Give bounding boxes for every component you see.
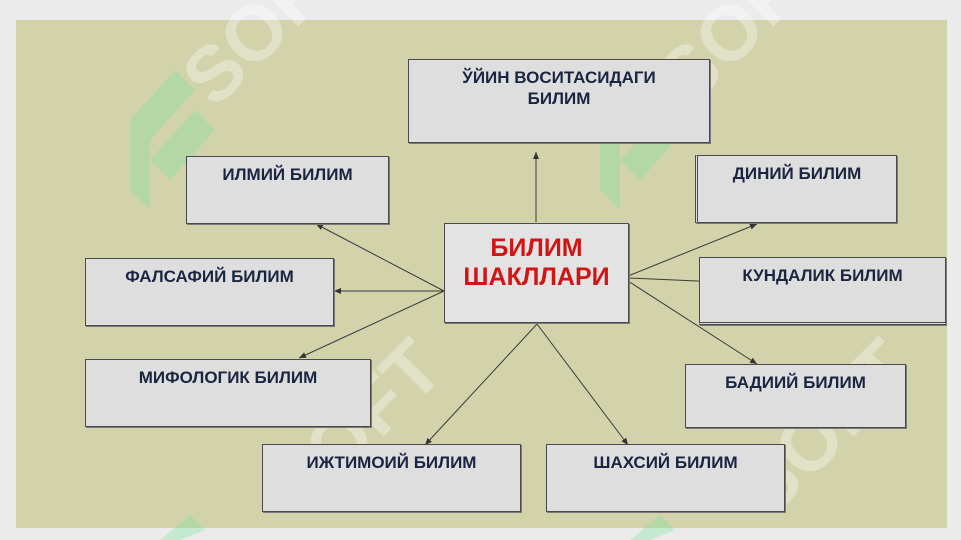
- arrow-to-diniy: [627, 223, 758, 277]
- node-kundalik-label: КУНДАЛИК БИЛИМ: [742, 266, 903, 285]
- node-uyin-line2: БИЛИМ: [527, 89, 591, 108]
- arrow-to-shaxsiy: [536, 323, 629, 446]
- node-uyin-box: ЎЙИН ВОСИТАСИДАГИ БИЛИМ: [408, 59, 710, 143]
- node-diniy-label: ДИНИЙ БИЛИМ: [732, 164, 862, 183]
- node-ilmiy-box: ИЛМИЙ БИЛИМ: [186, 156, 389, 224]
- arrow-to-mifologik: [298, 290, 445, 359]
- center-node-box: БИЛИМ ШАКЛЛАРИ: [444, 223, 629, 323]
- node-shaxsiy-label: ШАХСИЙ БИЛИМ: [593, 453, 738, 472]
- node-falsafiy-label: ФАЛСАФИЙ БИЛИМ: [125, 267, 294, 286]
- node-falsafiy-box: ФАЛСАФИЙ БИЛИМ: [85, 258, 334, 326]
- arrow-to-badiiy: [627, 280, 758, 365]
- node-badiiy-label: БАДИИЙ БИЛИМ: [725, 373, 866, 392]
- arrow-to-ilmiy: [315, 223, 445, 292]
- node-ilmiy-label: ИЛМИЙ БИЛИМ: [222, 165, 353, 184]
- center-node-line2: ШАКЛЛАРИ: [463, 263, 610, 291]
- node-mifologik-label: МИФОЛОГИК БИЛИМ: [138, 368, 318, 387]
- center-node-line1: БИЛИМ: [490, 234, 583, 262]
- node-diniy-box: ДИНИЙ БИЛИМ: [695, 155, 897, 223]
- node-mifologik-box: МИФОЛОГИК БИЛИМ: [85, 359, 371, 427]
- node-ijtimoiy-label: ИЖТИМОИЙ БИЛИМ: [306, 453, 477, 472]
- node-uyin-line1: ЎЙИН ВОСИТАСИДАГИ: [462, 68, 656, 87]
- node-badiiy-box: БАДИИЙ БИЛИМ: [685, 364, 906, 428]
- node-shaxsiy-box: ШАХСИЙ БИЛИМ: [546, 444, 785, 512]
- node-kundalik-box: КУНДАЛИК БИЛИМ: [699, 257, 946, 325]
- arrow-to-ijtimoiy: [424, 323, 538, 446]
- node-ijtimoiy-box: ИЖТИМОИЙ БИЛИМ: [262, 444, 521, 512]
